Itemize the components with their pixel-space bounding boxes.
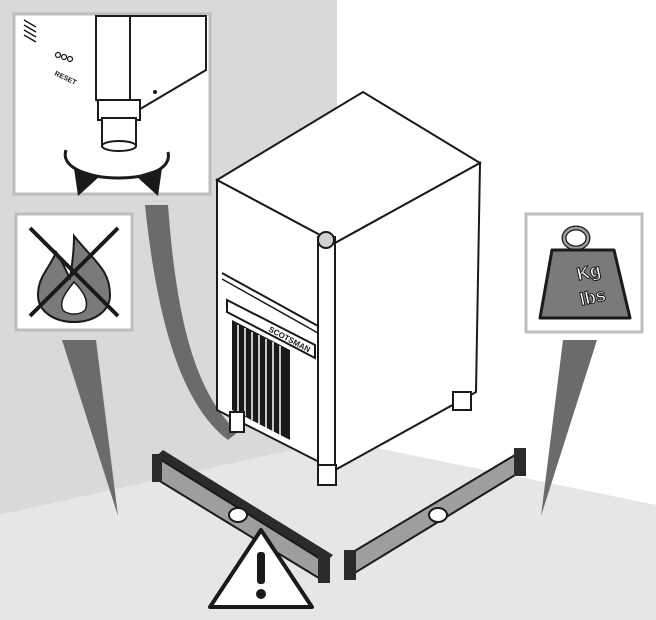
- leveling-foot-detail: RESET: [14, 14, 210, 196]
- no-fire-icon: [16, 214, 132, 330]
- weight-icon: Kg lbs: [526, 214, 642, 332]
